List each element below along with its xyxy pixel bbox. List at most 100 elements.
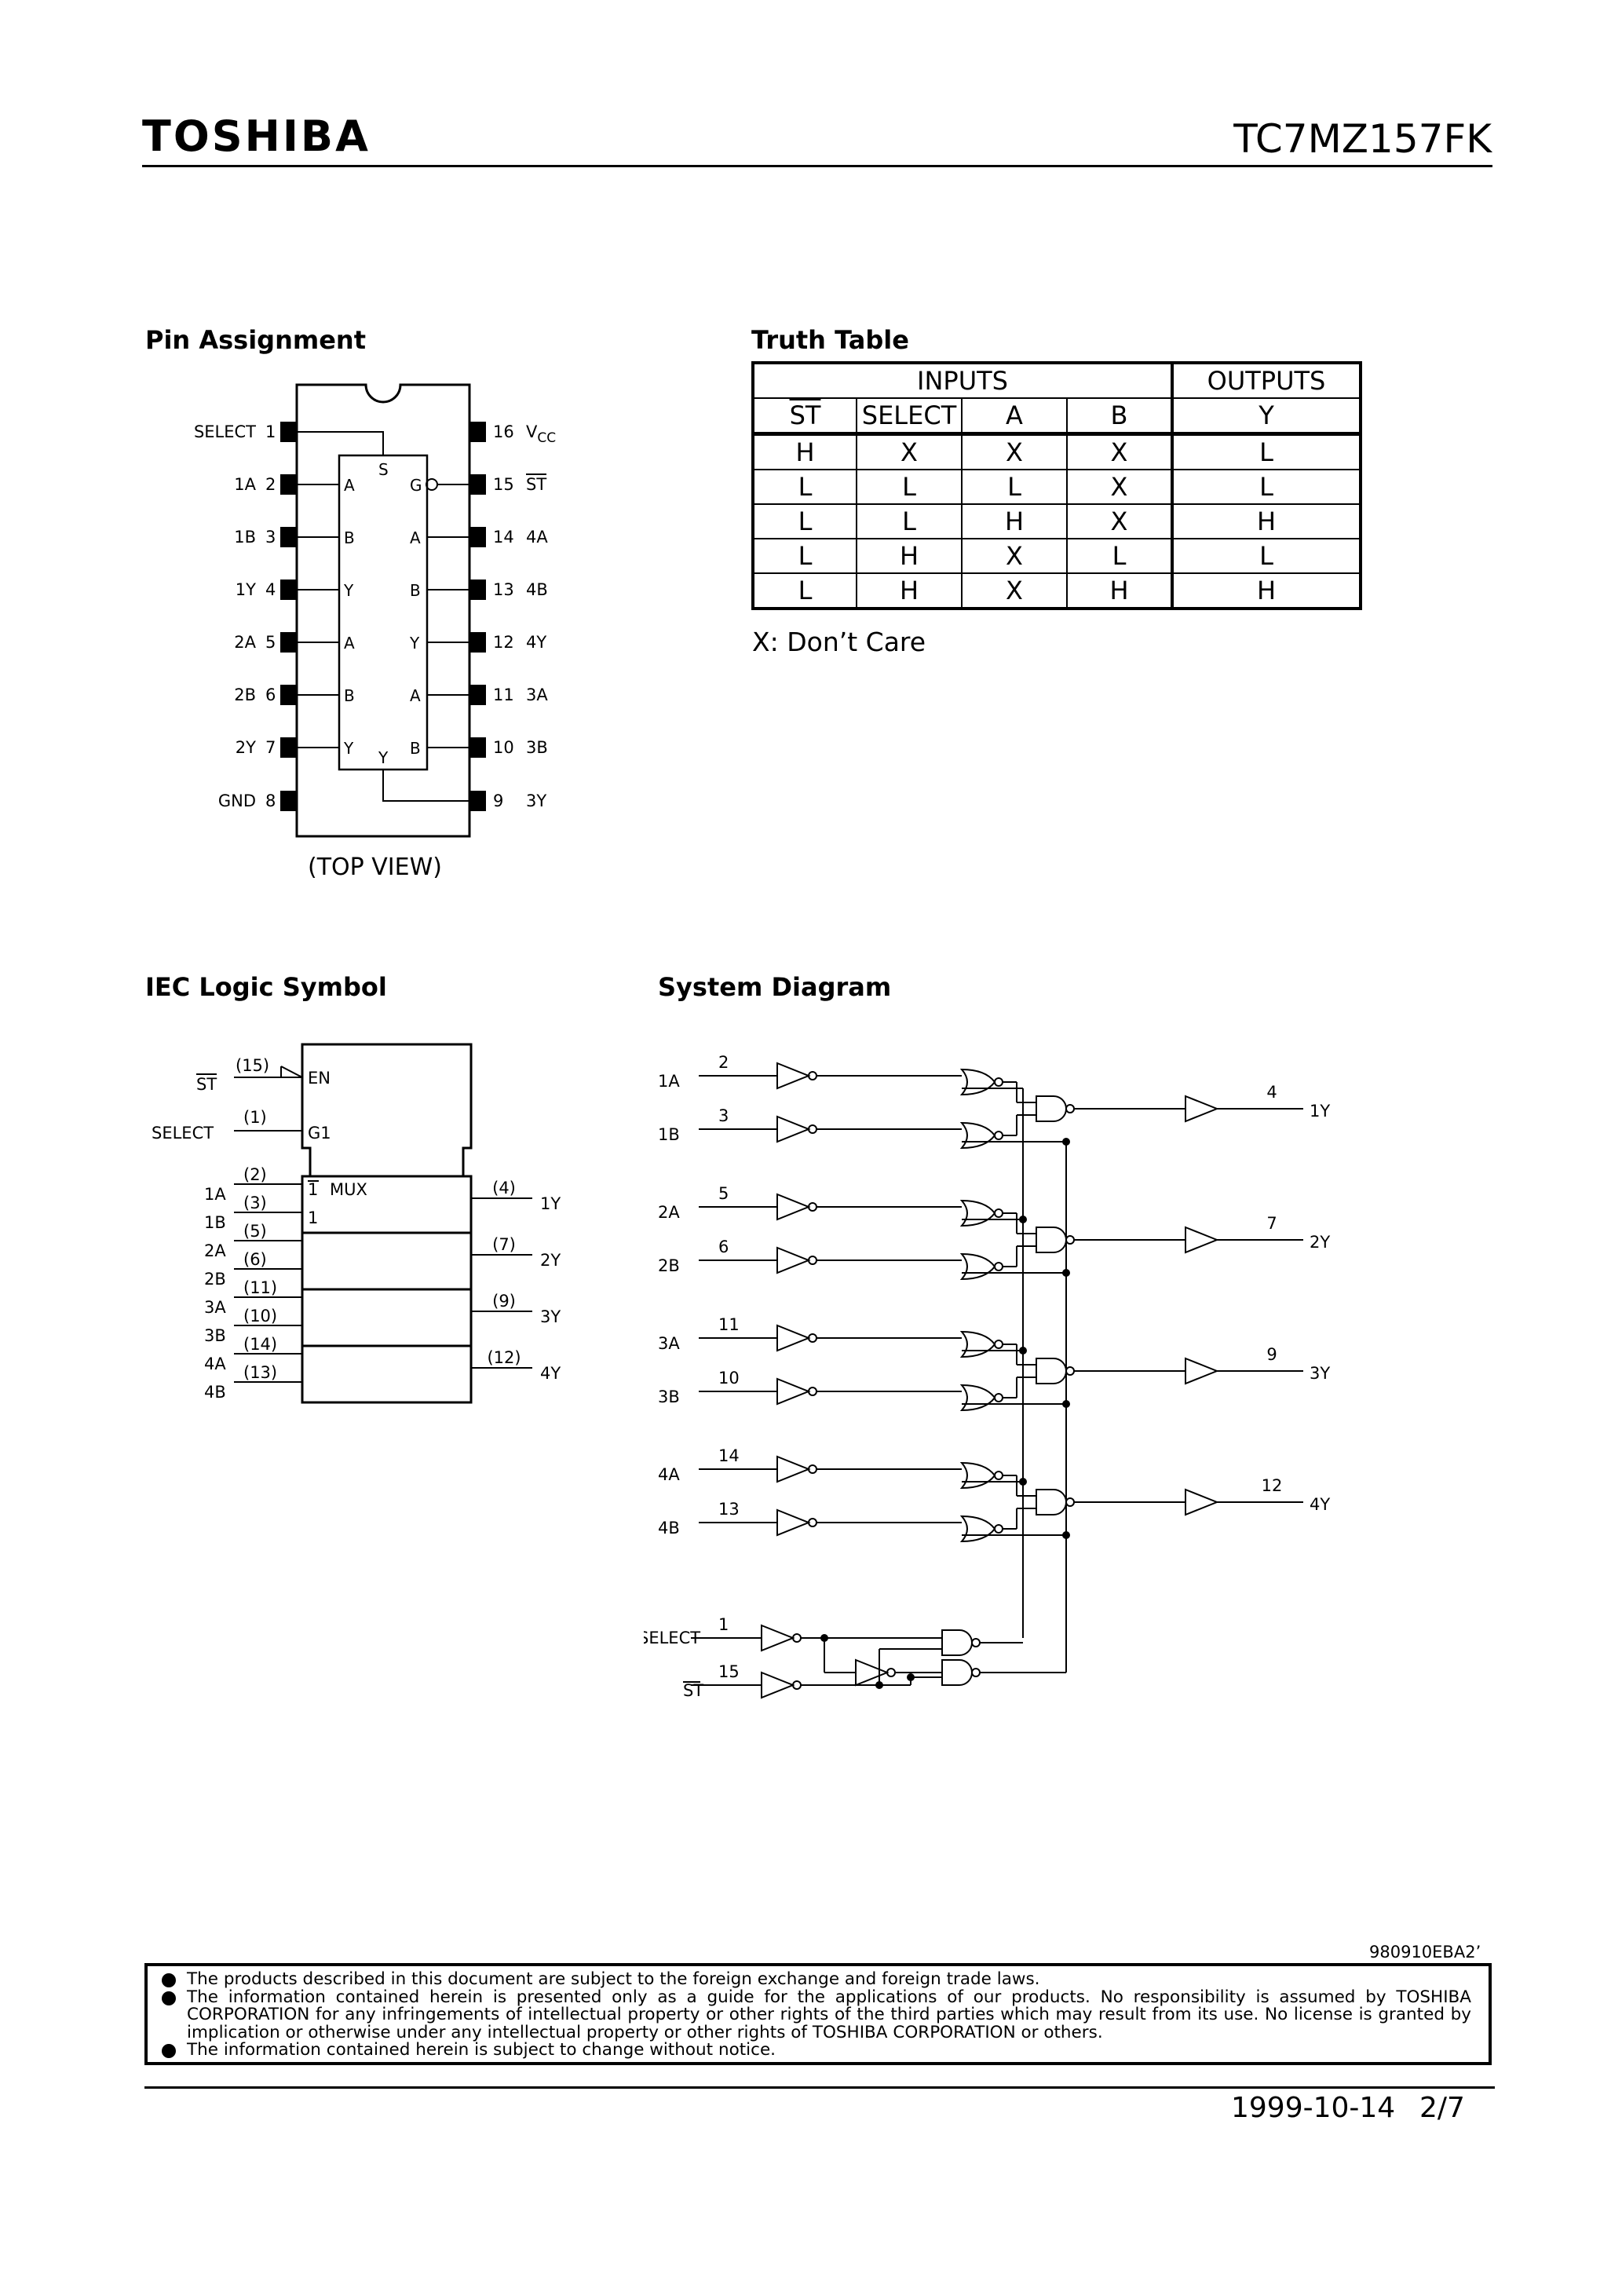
system-input-label: 4A bbox=[658, 1465, 680, 1484]
system-output-label: 1Y bbox=[1310, 1102, 1330, 1121]
select-inverter-2 bbox=[855, 1658, 890, 1687]
pin-lead-right bbox=[469, 737, 486, 758]
table-cell: L bbox=[856, 469, 963, 505]
table-cell: X bbox=[1066, 469, 1173, 505]
system-output-pin: 12 bbox=[1262, 1476, 1283, 1495]
table-cell: H bbox=[752, 433, 857, 470]
table-cell: X bbox=[856, 433, 963, 470]
pin-name-right: 3B bbox=[526, 738, 548, 757]
iec-mux-label: MUX bbox=[330, 1180, 367, 1199]
st-inverter bbox=[761, 1671, 795, 1699]
control-block bbox=[301, 1043, 473, 1178]
inner-label-left: Y bbox=[343, 581, 354, 600]
table-cell: L bbox=[1171, 538, 1361, 574]
mux-section-1 bbox=[301, 1175, 473, 1234]
pin-lead-right bbox=[469, 632, 486, 653]
iec-input-label: 2B bbox=[204, 1270, 226, 1289]
pin-lead-left bbox=[280, 685, 297, 705]
outputs-header: OUTPUTS bbox=[1171, 362, 1361, 399]
pin-lead-right bbox=[469, 474, 486, 495]
system-input-label: 1A bbox=[658, 1072, 680, 1091]
pin-name-right: 4B bbox=[526, 580, 548, 599]
pin-lead-left bbox=[280, 474, 297, 495]
table-cell: L bbox=[752, 469, 857, 505]
pin-lead-left bbox=[280, 527, 297, 547]
bullet-icon bbox=[162, 1991, 176, 2005]
pin-lead-right bbox=[469, 685, 486, 705]
system-output-label: 2Y bbox=[1310, 1233, 1330, 1252]
iec-input-label: 4A bbox=[204, 1355, 226, 1373]
document-code: 980910EBA2’ bbox=[1369, 1943, 1481, 1961]
notice-text: The information contained herein is subj… bbox=[187, 2040, 776, 2060]
table-cell: L bbox=[1171, 469, 1361, 505]
system-output-label: 4Y bbox=[1310, 1495, 1330, 1514]
inversion-bubble bbox=[971, 1668, 981, 1677]
footer-date: 1999-10-14 bbox=[1231, 2092, 1396, 2124]
inner-label-right: B bbox=[410, 739, 421, 758]
iec-input-label: 4B bbox=[204, 1383, 226, 1402]
input-inverter bbox=[776, 1508, 811, 1537]
pin-name-left: 1A bbox=[234, 475, 256, 494]
inner-label-right: A bbox=[410, 528, 421, 547]
system-input-label: 3A bbox=[658, 1334, 680, 1353]
table-cell: L bbox=[961, 469, 1068, 505]
inversion-bubble bbox=[1065, 1497, 1075, 1507]
header-rule bbox=[142, 165, 1492, 167]
page-number: 2/7 bbox=[1419, 2092, 1465, 2124]
system-input-label: 2B bbox=[658, 1256, 680, 1275]
iec-input-pin: (14) bbox=[243, 1335, 277, 1354]
input-inverter bbox=[776, 1377, 811, 1406]
pin-name-right: 3A bbox=[526, 686, 548, 704]
table-cell: H bbox=[856, 572, 963, 609]
system-input-pin: 3 bbox=[718, 1106, 729, 1125]
system-input-pin: 5 bbox=[718, 1184, 729, 1203]
junction-dot bbox=[907, 1673, 915, 1681]
pin-number-right: 10 bbox=[493, 738, 514, 757]
table-cell: X bbox=[1066, 503, 1173, 539]
iec-select-label: SELECT bbox=[152, 1124, 214, 1143]
inner-bottom-y-label: Y bbox=[378, 748, 389, 767]
pin-name-left: 1Y bbox=[236, 580, 256, 599]
pin-lead-right bbox=[469, 791, 486, 811]
output-buffer bbox=[1185, 1357, 1219, 1385]
system-input-pin: 10 bbox=[718, 1369, 740, 1387]
table-cell: H bbox=[1066, 572, 1173, 609]
pin-number-left: 1 bbox=[265, 422, 276, 441]
output-nand-gate bbox=[1036, 1358, 1067, 1384]
iec-input-label: 3A bbox=[204, 1298, 226, 1317]
inversion-bubble bbox=[994, 1077, 1003, 1087]
iec-logic-symbol-title: IEC Logic Symbol bbox=[145, 972, 387, 1002]
iec-g1-label: G1 bbox=[308, 1124, 331, 1143]
pin-number-left: 7 bbox=[265, 738, 276, 757]
pin-number-right: 16 bbox=[493, 422, 514, 441]
pin-name-left: 1B bbox=[234, 528, 256, 547]
input-or-gate bbox=[959, 1384, 996, 1412]
input-inverter bbox=[776, 1193, 811, 1221]
inner-label-right: A bbox=[410, 686, 421, 705]
system-diagram-title: System Diagram bbox=[658, 972, 892, 1002]
iec-en-label: EN bbox=[308, 1069, 331, 1088]
pin-number-right: 15 bbox=[493, 475, 514, 494]
table-cell: L bbox=[752, 503, 857, 539]
iec-output-label: 1Y bbox=[540, 1194, 561, 1213]
table-cell: L bbox=[856, 503, 963, 539]
column-header-y: Y bbox=[1171, 397, 1361, 436]
input-or-gate bbox=[959, 1330, 996, 1358]
inversion-bubble bbox=[1065, 1366, 1075, 1376]
system-st-pin: 15 bbox=[718, 1662, 740, 1681]
pin-number-right: 11 bbox=[493, 686, 514, 704]
legal-notice-box: The products described in this document … bbox=[144, 1963, 1492, 2065]
iec-logic-symbol: ST (15) EN SELECT (1) G1 1 MUX 1 1A(2)1B… bbox=[152, 1043, 561, 1404]
system-diagram: 1A21B32A52B63A113B104A144B131Y42Y73Y94Y1… bbox=[644, 1053, 1330, 1700]
inner-label-right: Y bbox=[409, 634, 420, 653]
pin-name-left: GND bbox=[218, 792, 256, 810]
iec-st-label: ST bbox=[196, 1075, 217, 1094]
system-input-pin: 2 bbox=[718, 1053, 729, 1072]
table-cell: L bbox=[752, 572, 857, 609]
inner-label-left: B bbox=[344, 528, 355, 547]
output-nand-gate bbox=[1036, 1095, 1067, 1122]
